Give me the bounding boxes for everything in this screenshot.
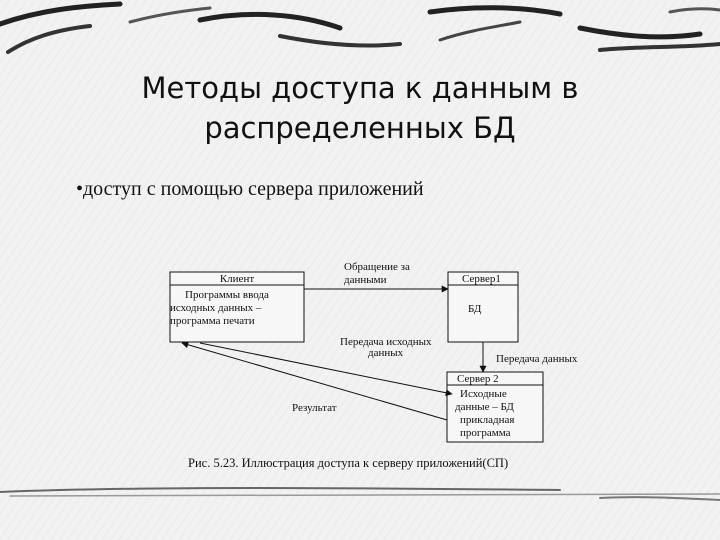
- server2-line-2: данные – БД: [455, 401, 514, 413]
- server2-line-1: Исходные: [460, 388, 507, 400]
- client-line-1: Программы ввода: [185, 289, 269, 301]
- decorative-brush-strokes-bottom: [0, 487, 720, 501]
- slide-title: Методы доступа к данным в распределенных…: [60, 68, 660, 148]
- slide-title-line-2: распределенных БД: [204, 111, 516, 145]
- server1-box: Сервер1 БД: [447, 271, 519, 343]
- label-transfer-data: Передача данных: [496, 353, 578, 365]
- label-transfer-source-line-2: данных: [368, 347, 404, 359]
- client-box: Клиент Программы ввода исходных данных –…: [169, 271, 305, 343]
- client-line-3: программа печати: [170, 315, 255, 327]
- server1-content: БД: [468, 303, 482, 315]
- label-request-line-2: данными: [344, 274, 387, 286]
- server2-line-4: программа: [460, 427, 511, 439]
- server2-line-3: прикладная: [460, 414, 514, 426]
- arrow-result: [181, 341, 448, 421]
- figure-caption: Рис. 5.23. Иллюстрация доступа к серверу…: [188, 456, 509, 470]
- client-line-2: исходных данных –: [170, 302, 262, 314]
- arrow-transfer-source: [199, 342, 453, 397]
- server2-name: Сервер 2: [457, 373, 499, 385]
- bullet-point: •доступ с помощью сервера приложений: [76, 178, 424, 200]
- label-transfer-source-line-1: Передача исходных: [340, 336, 432, 348]
- client-name: Клиент: [220, 273, 254, 285]
- label-result: Результат: [292, 402, 337, 414]
- slide-title-line-1: Методы доступа к данным в: [141, 71, 579, 105]
- server1-name: Сервер1: [462, 273, 501, 285]
- decorative-brush-strokes-top: [0, 1, 720, 54]
- label-request-line-1: Обращение за: [344, 261, 410, 273]
- server2-box: Сервер 2 Исходные данные – БД прикладная…: [446, 371, 544, 443]
